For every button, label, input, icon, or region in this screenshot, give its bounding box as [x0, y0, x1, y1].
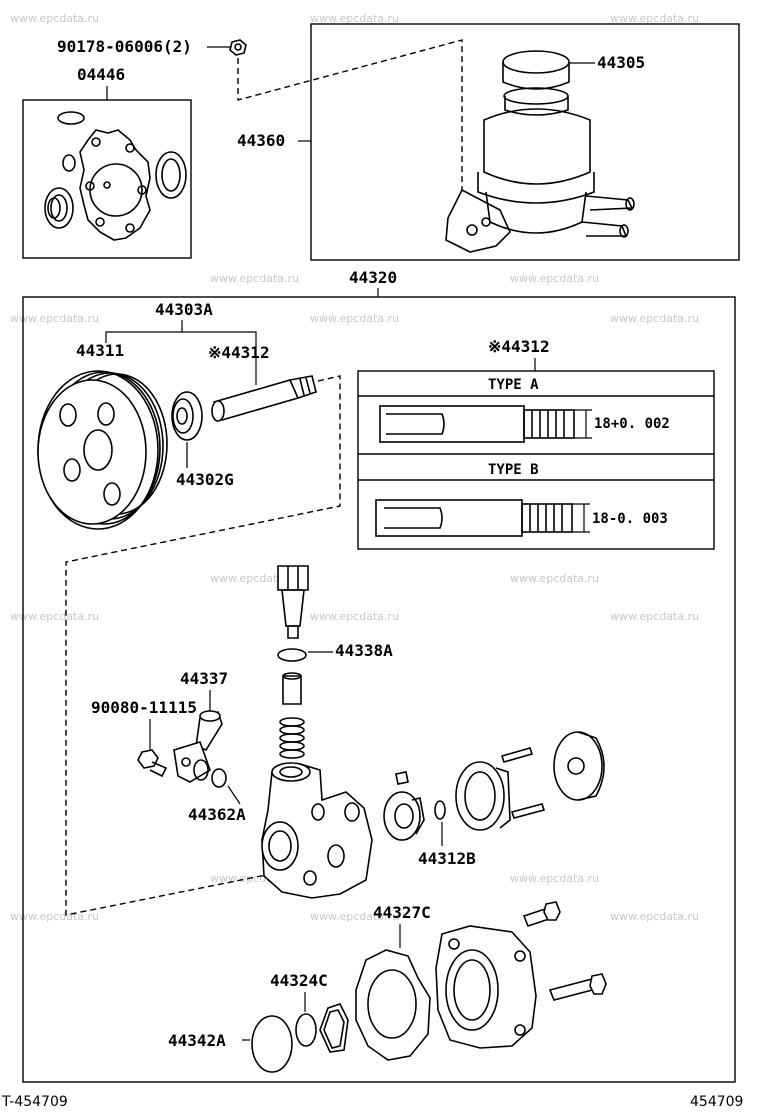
rear-cover-part: [435, 925, 537, 1049]
leader-shaft-pulley-set: [105, 331, 257, 385]
label-reservoir: 44360: [237, 131, 285, 150]
reservoir-part: [445, 50, 635, 253]
cover-bolt-lower: [548, 973, 607, 1001]
watermark: www.epcdata.ru: [310, 910, 399, 923]
oring-large-part: [251, 1015, 293, 1073]
label-shaft-pulley-set: 44303A: [155, 300, 213, 319]
label-nut: 90178-06006(2): [57, 37, 192, 56]
label-bolt: 90080-11115: [91, 698, 197, 717]
label-gasket-cover: 44327C: [373, 903, 431, 922]
label-bearing: 44302G: [176, 470, 234, 489]
watermark: www.epcdata.ru: [610, 312, 699, 325]
type-b-title: TYPE B: [488, 462, 539, 478]
shaft-part: [211, 375, 317, 422]
watermark: www.epcdata.ru: [310, 12, 399, 25]
footer-right-code: 454709: [690, 1094, 743, 1110]
watermark: www.epcdata.ru: [10, 910, 99, 923]
valve-part: [282, 672, 302, 705]
pulley-part: [37, 370, 168, 530]
label-oring-large: 44342A: [168, 1031, 226, 1050]
label-oring-small: 44324C: [270, 971, 328, 990]
dashed-link-nut: [237, 39, 463, 190]
footer-left-code: T-454709: [1, 1094, 68, 1110]
valve-plug-part: [277, 565, 309, 639]
pump-assy-box: [22, 296, 736, 1083]
leader-oring-union: [227, 785, 241, 805]
watermark: www.epcdata.ru: [610, 910, 699, 923]
shaft-type-table: TYPE A TYPE B 18+0. 002: [357, 370, 715, 550]
reservoir-box: [310, 23, 740, 261]
watermark: www.epcdata.ru: [310, 610, 399, 623]
type-b-shaft: [375, 499, 590, 537]
type-a-dimension: 18+0. 002: [594, 416, 670, 432]
label-shaft: ※44312: [208, 343, 270, 362]
oring-shaped-part: [319, 1003, 349, 1053]
watermark: www.epcdata.ru: [210, 272, 299, 285]
oring-small-part: [295, 1013, 317, 1047]
gasket-cover-part: [355, 949, 431, 1061]
watermark: www.epcdata.ru: [510, 272, 599, 285]
type-a-title: TYPE A: [488, 377, 539, 393]
type-a-shaft: [379, 405, 592, 443]
watermark: www.epcdata.ru: [10, 312, 99, 325]
watermark: www.epcdata.ru: [310, 312, 399, 325]
gasket-kit-box: [22, 99, 192, 259]
watermark: www.epcdata.ru: [610, 12, 699, 25]
cover-bolt-upper: [522, 901, 561, 927]
type-b-dimension: 18-0. 003: [592, 511, 668, 527]
label-pulley: 44311: [76, 341, 124, 360]
oring-valve-part: [277, 648, 307, 662]
nut-part: [229, 39, 247, 56]
label-pump-assy: 44320: [349, 268, 397, 287]
watermark: www.epcdata.ru: [10, 12, 99, 25]
label-rotor-parts: 44312B: [418, 849, 476, 868]
pump-housing-part: [261, 762, 373, 899]
union-part: [173, 710, 223, 783]
label-reservoir-cap: 44305: [597, 53, 645, 72]
oring-union-part: [211, 768, 227, 788]
spring-part: [279, 717, 305, 759]
label-shaft-types: ※44312: [488, 337, 550, 356]
watermark: www.epcdata.ru: [610, 610, 699, 623]
label-gasket-kit: 04446: [77, 65, 125, 84]
watermark: www.epcdata.ru: [510, 572, 599, 585]
label-union: 44337: [180, 669, 228, 688]
watermark: www.epcdata.ru: [10, 610, 99, 623]
label-oring-valve: 44338A: [335, 641, 393, 660]
bolt-part: [137, 749, 168, 778]
gasket-kit-parts: [44, 111, 187, 241]
label-oring-union: 44362A: [188, 805, 246, 824]
bearing-part: [171, 391, 203, 441]
dashed-link-shaft: [65, 375, 341, 916]
rotor-parts: [383, 731, 605, 841]
watermark: www.epcdata.ru: [510, 872, 599, 885]
watermark: www.epcdata.ru: [210, 572, 299, 585]
